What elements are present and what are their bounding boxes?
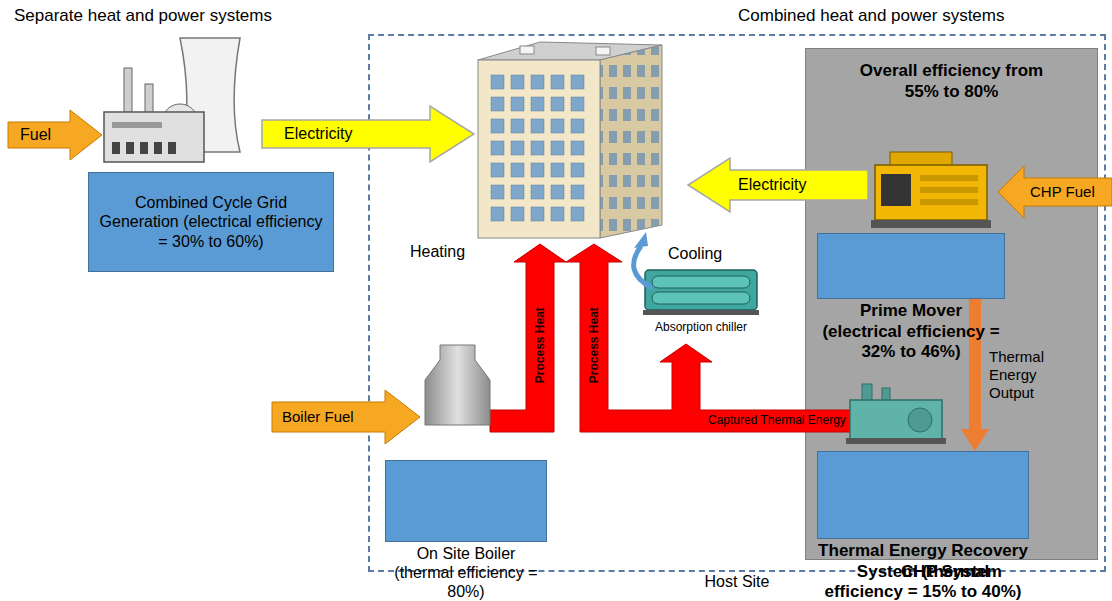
- arrow-label: Boiler Fuel: [282, 408, 354, 426]
- edge-label: Thermal Energy Output: [989, 348, 1071, 402]
- generator-icon: [871, 152, 991, 228]
- box-title: On Site Boiler (thermal efficiency = 80%…: [386, 544, 546, 601]
- absorption-chiller-icon: [643, 270, 759, 315]
- arrow-label: Electricity: [284, 124, 352, 143]
- arrow-label: Electricity: [738, 175, 806, 194]
- section-heading: Separate heat and power systems: [14, 6, 272, 26]
- electricity-arrow: [688, 158, 868, 212]
- prime-mover-box: Prime Mover (electrical efficiency = 32%…: [817, 233, 1005, 299]
- arrow-label: Fuel: [20, 125, 51, 144]
- cooling-arrow-head: [634, 232, 648, 248]
- fuel-arrow: [8, 110, 102, 160]
- electricity-arrow: [262, 106, 474, 162]
- section-heading: Combined heat and power systems: [738, 6, 1004, 26]
- power-plant-icon: [104, 38, 240, 162]
- chp-fuel-arrow: [998, 166, 1112, 218]
- heat-recovery-box: Thermal Energy Recovery System (thermal …: [817, 451, 1029, 539]
- heat-arrow: [566, 244, 850, 432]
- box-title: Thermal Energy Recovery System (thermal …: [818, 541, 1028, 601]
- arrow-label: CHP Fuel: [1030, 183, 1095, 201]
- flow-label: Heating: [410, 242, 465, 261]
- box-title: Prime Mover (electrical efficiency = 32%…: [818, 301, 1004, 363]
- equipment-label: Absorption chiller: [655, 320, 747, 334]
- heat-recovery-icon: [846, 384, 946, 444]
- box-body: Overall efficiency from 55% to 80%: [847, 61, 1057, 102]
- arrow-label: Captured Thermal Energy: [706, 413, 848, 427]
- box-title: Combined Cycle Grid Generation (electric…: [95, 193, 327, 251]
- building-icon: [478, 42, 662, 238]
- boiler-fuel-arrow: [272, 390, 420, 444]
- chp-system-panel: CHP SystemOverall efficiency from 55% to…: [805, 48, 1098, 560]
- boiler-icon: [425, 345, 490, 425]
- cooling-arrow: [634, 246, 652, 288]
- heat-arrow: [490, 244, 566, 432]
- thermal-arrow: [961, 299, 989, 451]
- boiler-box: On Site Boiler (thermal efficiency = 80%…: [385, 460, 547, 542]
- flow-label: Cooling: [668, 244, 722, 263]
- arrow-label: Process Heat: [533, 307, 547, 383]
- grid-generation-box: Combined Cycle Grid Generation (electric…: [88, 172, 334, 272]
- arrow-label: Process Heat: [587, 307, 601, 383]
